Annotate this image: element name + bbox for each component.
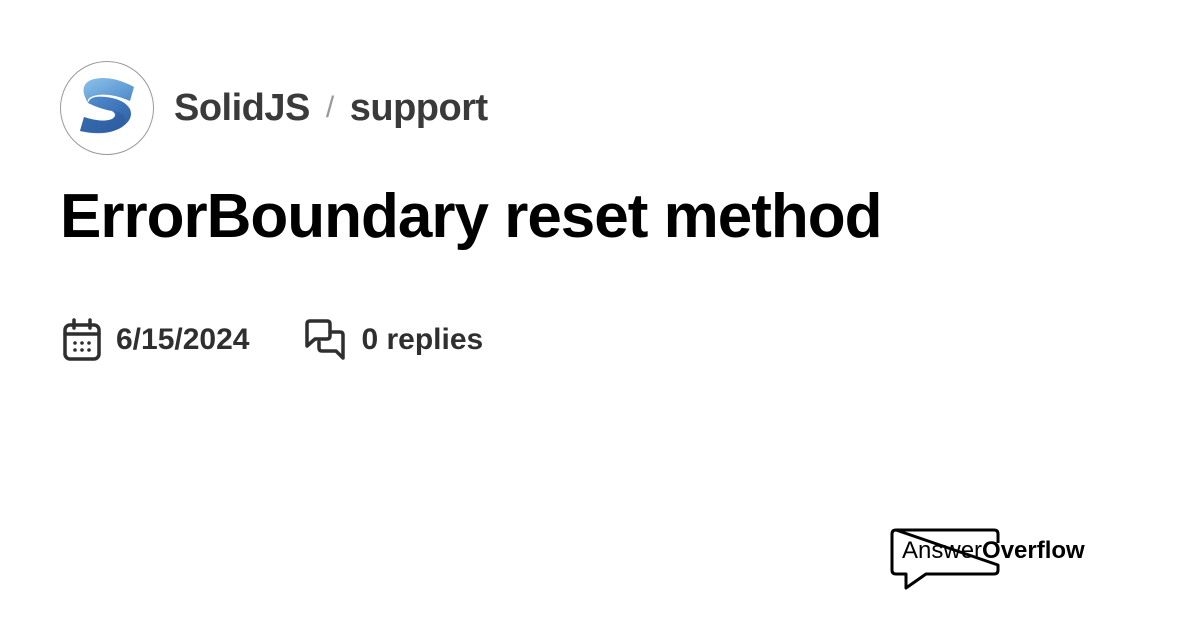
post-title: ErrorBoundary reset method xyxy=(60,182,883,251)
post-meta: 6/15/2024 0 replies xyxy=(62,318,483,362)
post-replies: 0 replies xyxy=(303,318,483,362)
calendar-icon xyxy=(63,318,101,361)
speech-bubble-icon xyxy=(890,528,1000,590)
date-text: 6/15/2024 xyxy=(116,323,250,356)
brand-answer: Answer xyxy=(902,537,983,564)
brand-overflow: Overflow xyxy=(982,537,1085,564)
server-avatar[interactable] xyxy=(60,61,154,155)
breadcrumb-separator: / xyxy=(325,91,334,124)
post-date: 6/15/2024 xyxy=(62,318,249,362)
server-name[interactable]: SolidJS xyxy=(174,86,310,129)
channel-name[interactable]: support xyxy=(349,86,488,129)
chat-bubbles-icon xyxy=(305,319,346,360)
solidjs-logo-icon xyxy=(80,78,134,134)
breadcrumb: SolidJS / support xyxy=(174,87,488,130)
replies-count: 0 replies xyxy=(361,323,484,356)
header: SolidJS / support xyxy=(60,60,488,156)
